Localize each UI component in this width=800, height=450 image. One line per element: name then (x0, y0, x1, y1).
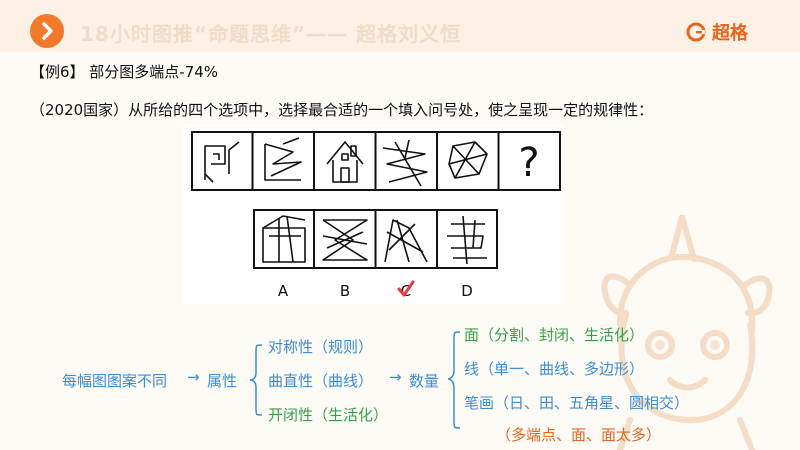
puzzle-figure: ? (183, 124, 563, 304)
branch-openness: 开闭性（生活化） (268, 406, 389, 424)
option-label-a[interactable]: A (277, 282, 289, 300)
option-label-d[interactable]: D (461, 282, 473, 300)
figure-3 (326, 141, 364, 183)
slide-title: 18小时图推“命题思维”—— 超格刘义恒 (80, 22, 462, 46)
question-text: （2020国家）从所给的四个选项中，选择最合适的一个填入问号处，使之呈现一定的规… (30, 101, 654, 119)
checkmark-icon (397, 280, 415, 297)
figure-2 (264, 137, 302, 181)
brand-logo: 超格 (686, 20, 748, 44)
example-label: 【例6】 部分图多端点-74% (30, 63, 219, 81)
question-mark: ? (518, 140, 539, 186)
branch-curvature: 曲直性（曲线） (268, 372, 374, 390)
count-note: （多端点、面、面太多） (496, 426, 662, 444)
figure-5 (448, 141, 488, 179)
header-bar: 18小时图推“命题思维”—— 超格刘义恒 超格 (0, 0, 800, 52)
option-label-b[interactable]: B (339, 282, 351, 300)
next-arrow-button[interactable] (30, 14, 64, 48)
option-a-figure[interactable] (262, 215, 306, 263)
count-item-stroke: 笔画（日、田、五角星、圆相交） (464, 394, 690, 412)
chevron-right-icon (42, 22, 53, 40)
branch-symmetry: 对称性（规则） (268, 338, 374, 356)
option-c-figure[interactable] (384, 219, 428, 263)
mindmap-root: 每幅图图案不同 (62, 372, 168, 390)
option-b-figure[interactable] (322, 219, 368, 261)
count-item-face: 面（分割、封闭、生活化） (464, 326, 645, 344)
option-d-figure[interactable] (447, 215, 487, 265)
arrow-to-count: → (389, 368, 402, 386)
count-item-line: 线（单一、曲线、多边形） (464, 360, 645, 378)
puzzle-drawings: ? (204, 131, 540, 269)
mascot-watermark (601, 215, 773, 450)
brand-label: 超格 (712, 23, 748, 44)
mindmap-attribute: 属性 (207, 372, 238, 390)
brand-icon (686, 22, 706, 42)
figure-4 (382, 139, 428, 187)
arrow-to-attribute: → (187, 368, 200, 386)
figure-1 (204, 141, 240, 183)
mindmap-count: 数量 (409, 372, 440, 390)
